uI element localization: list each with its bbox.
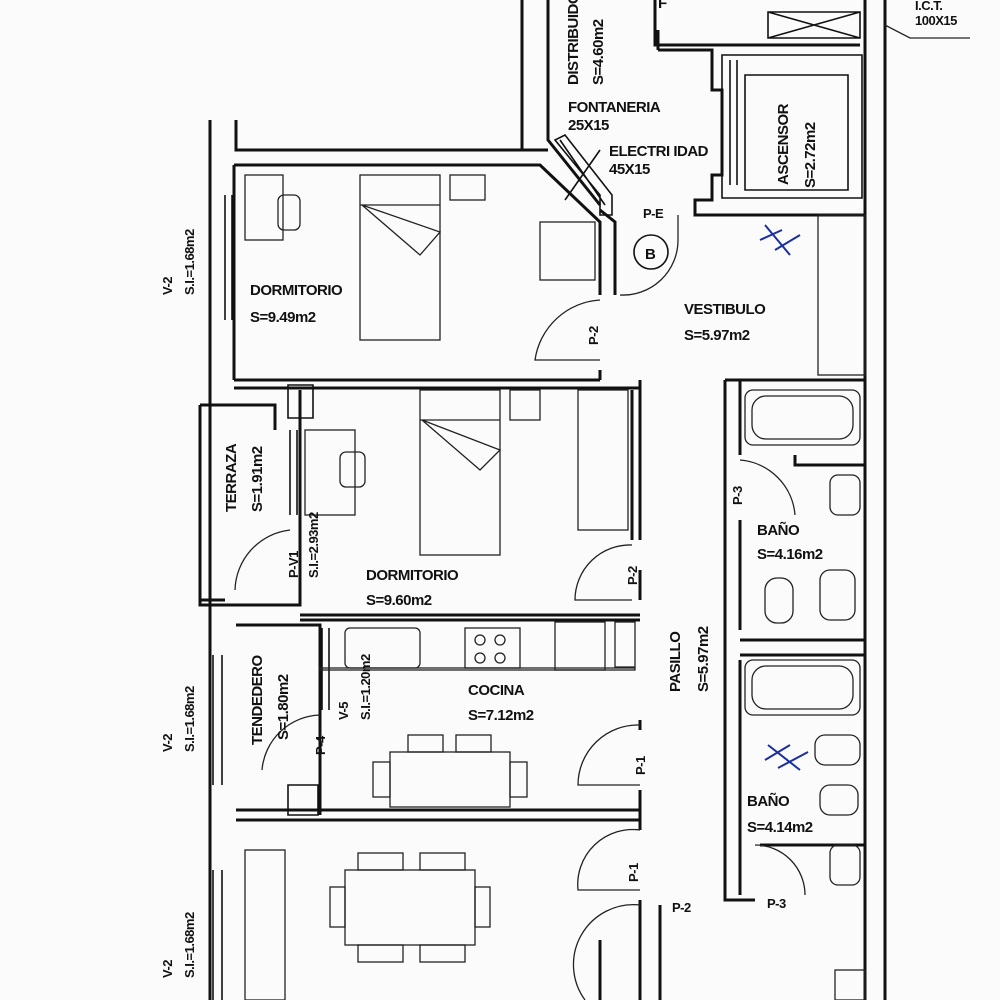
p3a-label: P-3: [730, 486, 745, 505]
toilet-2: [814, 734, 861, 766]
p1a-label: P-1: [633, 756, 648, 775]
pv1-label: P-V1: [286, 551, 301, 578]
walls: [198, 0, 970, 1000]
cocina-name: COCINA: [468, 682, 525, 699]
tendedero-area: S=1.80m2: [275, 674, 292, 740]
doors: [234, 215, 806, 1000]
p2a-label: P-2: [586, 326, 601, 345]
v2c-label: V-2: [160, 960, 175, 978]
dormitorio2-area: S=9.60m2: [366, 592, 432, 609]
tendedero-name: TENDEDERO: [249, 654, 266, 745]
sink: [344, 627, 421, 669]
washbasin-1: [829, 474, 861, 516]
electricidad-label: ELECTRI IDAD: [609, 143, 709, 160]
pv1-si: S.I.=2.93m2: [306, 512, 321, 578]
desk-1: [244, 174, 284, 241]
dormitorio1-name: DORMITORIO: [250, 282, 343, 299]
terraza-name: TERRAZA: [223, 443, 240, 512]
f-label: F: [658, 0, 667, 12]
kitchen-table: [389, 751, 511, 808]
ict-size: 100X15: [915, 13, 957, 28]
chair-2: [339, 451, 366, 488]
stove: [464, 627, 521, 669]
pe-label: P-E: [643, 206, 664, 221]
pasillo-area: S=5.97m2: [695, 626, 712, 692]
chair-1: [277, 194, 301, 231]
bano2-name: BAÑO: [747, 792, 790, 810]
ict-label: I.C.T.: [915, 0, 942, 13]
cocina-area: S=7.12m2: [468, 707, 534, 724]
p3b-label: P-3: [767, 896, 786, 911]
v2a-label: V-2: [160, 277, 175, 295]
bidet-1: [764, 577, 794, 624]
electricidad-size: 45X15: [609, 161, 650, 178]
vestibulo-area: S=5.97m2: [684, 327, 750, 344]
labels: DISTRIBUIDOR S=4.60m2 F I.C.T. 100X15 FO…: [160, 0, 958, 978]
dormitorio1-area: S=9.49m2: [250, 309, 316, 326]
b-label: B: [645, 246, 656, 263]
v2b-si: S.I.=1.68m2: [182, 686, 197, 752]
dormitorio2-name: DORMITORIO: [366, 567, 459, 584]
washbasin-2: [829, 844, 861, 886]
v2c-si: S.I.=1.68m2: [182, 912, 197, 978]
p2c-label: P-2: [672, 900, 691, 915]
bano2-area: S=4.14m2: [747, 819, 813, 836]
p2b-label: P-2: [625, 566, 640, 585]
furniture: [244, 174, 866, 1000]
bathtub-1: [744, 389, 861, 446]
bed-2: [419, 389, 501, 556]
p4-label: P-4: [313, 735, 328, 755]
pen-mark: [759, 224, 801, 256]
fontaneria-size: 25X15: [568, 117, 609, 134]
bano1-name: BAÑO: [757, 521, 800, 539]
vestibulo-name: VESTIBULO: [684, 301, 766, 318]
distribuidor-area: S=4.60m2: [590, 19, 607, 85]
terraza-area: S=1.91m2: [249, 446, 266, 512]
v2b-label: V-2: [160, 734, 175, 752]
toilet-1: [819, 569, 856, 621]
dining-table: [344, 869, 476, 946]
v5-label: V-5: [336, 702, 351, 720]
pasillo-name: PASILLO: [667, 631, 684, 692]
pen-mark: [764, 744, 809, 771]
ascensor-area: S=2.72m2: [802, 122, 819, 188]
bidet-2: [819, 784, 859, 816]
bano1-area: S=4.16m2: [757, 546, 823, 563]
p1b-label: P-1: [626, 863, 641, 882]
distribuidor-label: DISTRIBUIDOR: [565, 0, 582, 85]
b-marker-circle: [633, 234, 669, 270]
bed-1: [359, 174, 441, 341]
fontaneria-label: FONTANERIA: [568, 99, 661, 116]
v5-si: S.I.=1.20m2: [358, 654, 373, 720]
desk-2: [304, 429, 356, 516]
bathtub-2: [744, 659, 861, 716]
ascensor-label: ASCENSOR: [775, 103, 792, 185]
v2a-si: S.I.=1.68m2: [182, 229, 197, 295]
